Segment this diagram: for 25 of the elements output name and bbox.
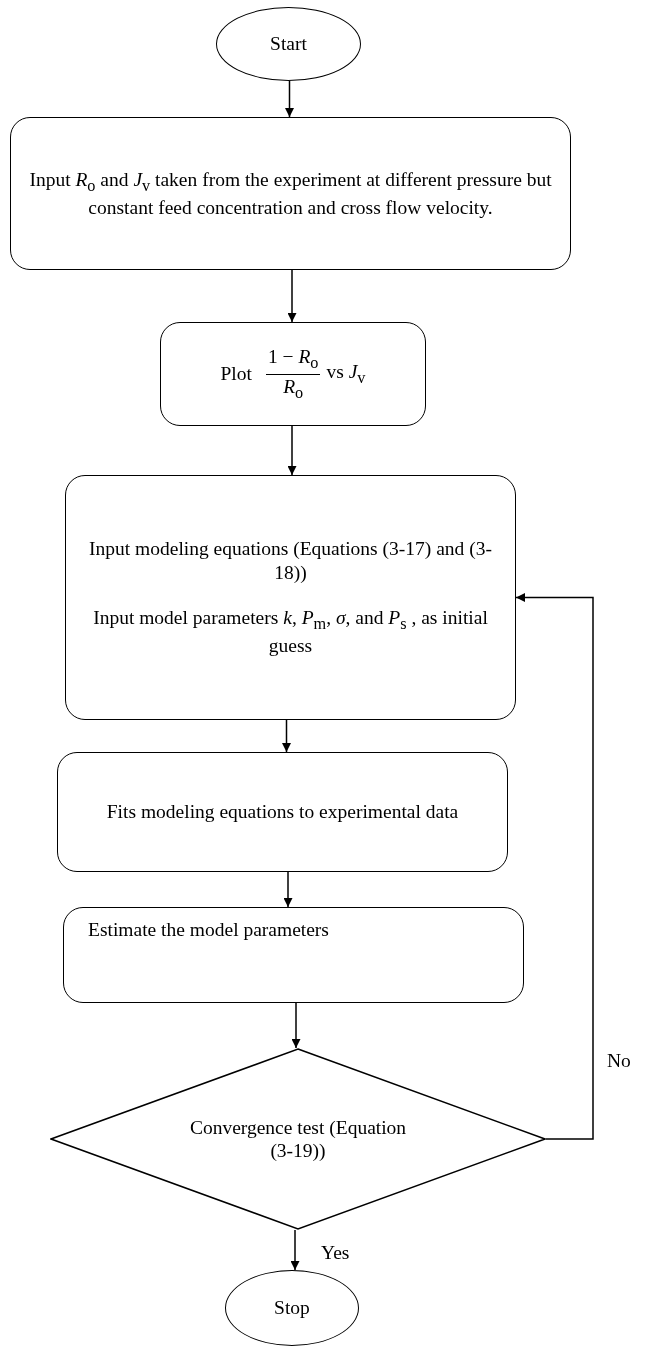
- arrow: [287, 425, 297, 476]
- node-text: Stop: [273, 1296, 311, 1320]
- node-text: Estimate the model parameters: [87, 918, 330, 942]
- node-text: Input R$_{o}$ and J$_{v}$ taken from the experiment at different pressure but constant feed concentration and cross flow velocity.: [28, 167, 553, 220]
- label-text: Plot: [220, 362, 252, 386]
- process-box: [63, 907, 524, 1003]
- node-text: Start: [269, 32, 308, 56]
- arrow: [290, 1229, 300, 1271]
- arrow: [291, 1002, 301, 1049]
- node-text: Fits modeling equations to experimental data: [105, 800, 460, 824]
- process-box: [160, 322, 426, 426]
- node-text: Convergence test (Equation (3-19)): [188, 1115, 408, 1163]
- decision-diamond: [50, 1048, 546, 1230]
- arrow: [515, 593, 594, 1140]
- label-text: vs J$_{v}$: [326, 359, 366, 389]
- node-text: Input modeling equations (Equations (3-17) and (3-18)): [88, 537, 493, 584]
- process-box: [10, 117, 571, 270]
- arrow: [283, 871, 293, 908]
- node-text: Input model parameters k, P$_{m}$, σ, and P$_{s}$ , as initial guess: [92, 606, 489, 658]
- arrow: [285, 80, 294, 118]
- arrow: [287, 269, 297, 323]
- process-box: [65, 475, 516, 720]
- process-box: [57, 752, 508, 872]
- fraction: 1 − R$_{o}$ R$_{o}$: [265, 345, 321, 403]
- arrow: [282, 719, 291, 753]
